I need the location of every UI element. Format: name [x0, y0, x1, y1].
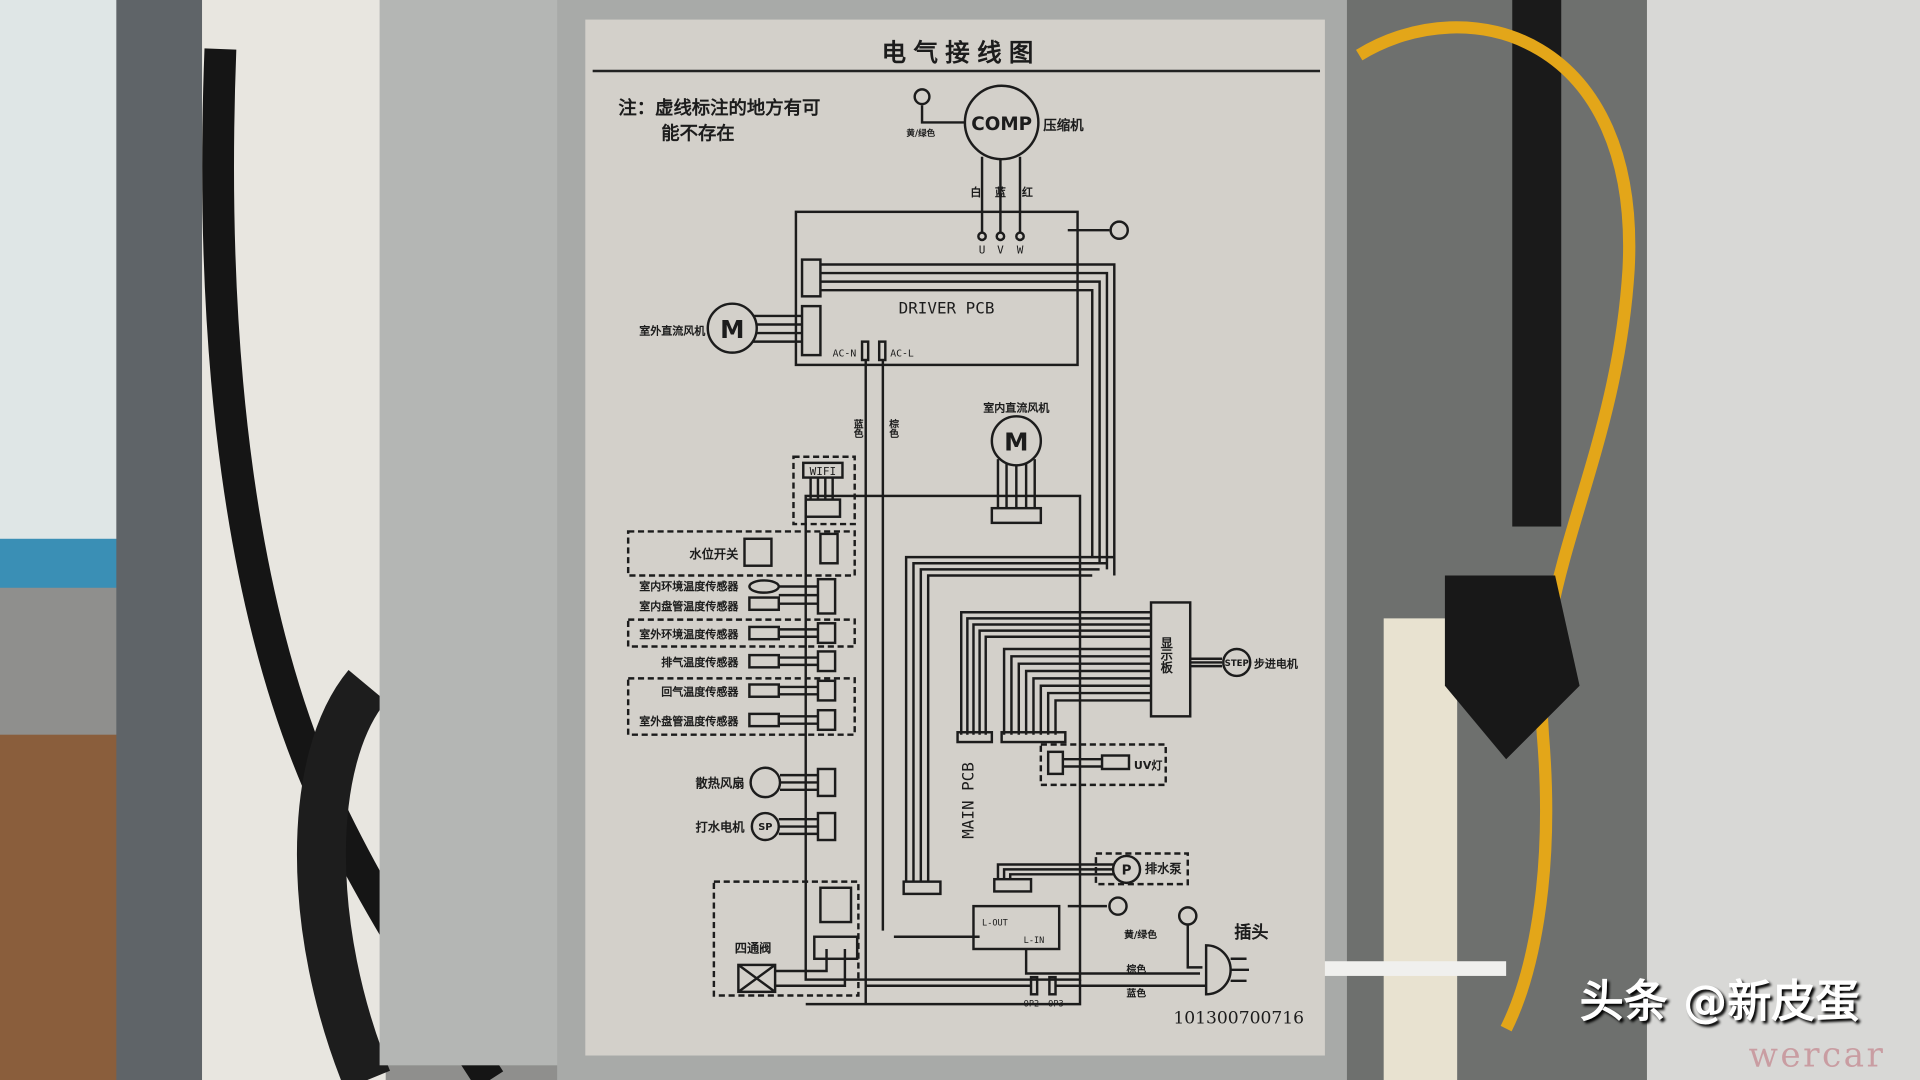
indoor-ambient-sensor-label: 室内环境温度传感器 — [639, 579, 739, 593]
outdoor-coil-sensor-label: 室外盘管温度传感器 — [639, 714, 739, 728]
blue-object — [0, 538, 135, 588]
compressor-symbol-text: COMP — [971, 114, 1032, 135]
wiring-lines — [626, 84, 1252, 1006]
cooling-fan-label: 散热风扇 — [696, 775, 745, 790]
wiring-label — [585, 19, 1325, 1056]
main-pcb-label: MAIN PCB — [958, 762, 977, 839]
driver-pcb-box — [794, 210, 1079, 367]
four-way-valve-label: 四通阀 — [735, 941, 772, 956]
wire-l-color: 棕色 — [887, 417, 900, 438]
op2-label: OP2 — [1024, 1000, 1039, 1010]
wire-color-white: 白 — [970, 185, 981, 199]
wifi-label: WIFI — [810, 465, 837, 478]
op3-label: OP3 — [1048, 1000, 1063, 1010]
faint-watermark: wercar — [1748, 1034, 1886, 1076]
serial-number: 101300700716 — [1173, 1009, 1304, 1029]
plug-neutral-wire-label: 蓝色 — [1127, 987, 1147, 1000]
water-level-switch-label: 水位开关 — [689, 546, 739, 561]
return-air-sensor-label: 回气温度传感器 — [661, 685, 739, 699]
plug-ground-wire-label: 黄/绿色 — [1124, 928, 1157, 941]
water-pump-motor-label: 打水电机 — [696, 819, 746, 834]
black-hose — [297, 670, 391, 1080]
stepper-label: 步进电机 — [1254, 656, 1299, 670]
label-title: 电气接线图 — [882, 38, 1041, 67]
terminal-v: V — [997, 243, 1004, 256]
compressor-ground-color: 黄/绿色 — [906, 127, 935, 139]
plug-live-wire-label: 棕色 — [1126, 962, 1147, 975]
outdoor-fan-label: 室外直流风机 — [639, 323, 706, 337]
white-sleeve — [1383, 618, 1458, 1080]
outdoor-ambient-sensor-label: 室外环境温度传感器 — [639, 627, 739, 641]
terminal-u: U — [979, 243, 986, 256]
drain-pump-label: 排水泵 — [1145, 861, 1182, 876]
display-board-label: 显示板 — [1159, 637, 1173, 674]
terminal-w: W — [1017, 243, 1024, 256]
ac-n-label: AC-N — [833, 348, 857, 359]
l-in-label: L-IN — [1024, 936, 1045, 946]
metal-box-side — [379, 0, 588, 1066]
exhaust-sensor-label: 排气温度传感器 — [661, 655, 739, 669]
drain-pump-symbol: P — [1122, 863, 1132, 878]
wire-color-blue: 蓝 — [995, 185, 1006, 199]
compressor-name: 压缩机 — [1043, 117, 1084, 134]
stepper-symbol: STEP — [1225, 659, 1249, 669]
main-pcb-box — [804, 494, 1082, 981]
indoor-fan-label: 室内直流风机 — [983, 400, 1050, 414]
l-out-label: L-OUT — [982, 919, 1008, 929]
ac-l-label: AC-L — [890, 348, 914, 359]
window-left — [0, 0, 135, 564]
outdoor-fan-symbol: M — [720, 315, 744, 344]
indoor-fan-symbol: M — [1004, 428, 1028, 457]
plug-label: 插头 — [1234, 922, 1268, 943]
dark-slot — [1512, 0, 1562, 527]
water-pump-symbol: SP — [758, 822, 772, 833]
note-line1: 注：虚线标注的地方有可 — [618, 97, 820, 119]
frame-post — [116, 0, 203, 1080]
white-panel-right — [1646, 0, 1920, 1080]
note-line2: 能不存在 — [661, 123, 734, 145]
wire-color-red: 红 — [1022, 185, 1033, 199]
cable-tie — [1322, 961, 1507, 976]
driver-pcb-label: DRIVER PCB — [899, 298, 995, 317]
wire-n-color: 蓝色 — [852, 417, 864, 438]
black-grommet — [1444, 575, 1580, 760]
uv-lamp-label: UV灯 — [1134, 758, 1163, 772]
watermark: 头条 @新皮蛋 — [1579, 977, 1860, 1028]
indoor-coil-sensor-label: 室内盘管温度传感器 — [639, 599, 739, 613]
yellow-tube — [1356, 21, 1636, 1032]
